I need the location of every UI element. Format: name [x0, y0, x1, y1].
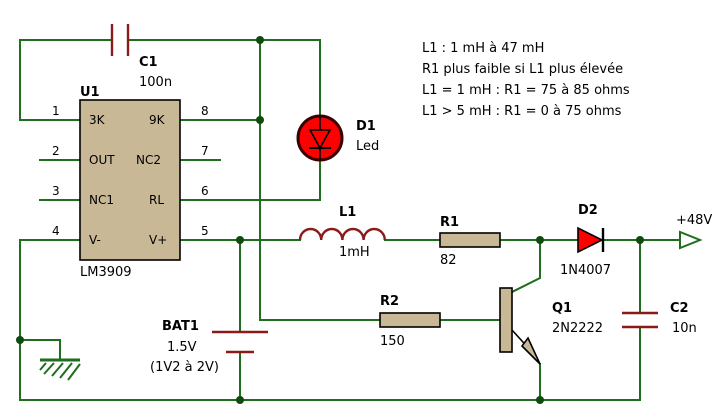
led-d1[interactable]: D1 Led: [296, 114, 379, 162]
diode-triangle: [577, 226, 604, 254]
pin-number: 1: [52, 104, 60, 118]
resistor-r2[interactable]: R2 150: [379, 294, 441, 349]
pin-name: OUT: [89, 153, 115, 167]
c1-value: 100n: [139, 75, 172, 90]
ground-hatch: [67, 363, 81, 381]
ground-hatch: [51, 362, 64, 377]
pin-number: 3: [52, 184, 60, 198]
capacitor-c2[interactable]: C2 10n: [622, 301, 697, 336]
wire-main-vertical: [259, 39, 381, 321]
junction-dot: [256, 116, 264, 124]
pin-name: RL: [149, 193, 164, 207]
ic-part: LM3909: [80, 265, 132, 280]
pin-number: 6: [201, 184, 209, 198]
r1-value: 82: [440, 253, 457, 268]
transistor-emitter-arrow-icon: [520, 336, 541, 365]
junction-dot: [536, 236, 544, 244]
bat1-range: (1V2 à 2V): [150, 360, 219, 375]
d1-ref: D1: [356, 119, 376, 134]
c2-ref: C2: [670, 301, 689, 316]
wires: [19, 39, 681, 401]
output-terminal[interactable]: +48V: [676, 213, 712, 250]
resistor-body: [439, 232, 501, 248]
d1-value: Led: [356, 139, 379, 154]
ground-hatch: [39, 362, 47, 371]
note-line: L1 > 5 mH : R1 = 0 à 75 ohms: [422, 104, 622, 119]
wire-ground: [19, 339, 61, 359]
c1-ref: C1: [139, 55, 158, 70]
diode-d2[interactable]: D2 1N4007: [560, 203, 611, 278]
resistor-body: [379, 312, 441, 328]
ground-hatch: [43, 362, 55, 375]
note-line: R1 plus faible si L1 plus élevée: [422, 62, 623, 77]
wire-q1-collector: [510, 239, 541, 294]
ic-ref: U1: [80, 85, 100, 100]
d2-value: 1N4007: [560, 263, 611, 278]
ground-symbol: [39, 358, 81, 381]
junction-dot: [16, 336, 24, 344]
l1-value: 1mH: [339, 245, 370, 260]
l1-ref: L1: [339, 205, 356, 220]
r2-value: 150: [380, 334, 405, 349]
d2-ref: D2: [578, 203, 598, 218]
pin-name: 9K: [149, 113, 166, 127]
pin-name: NC2: [136, 153, 161, 167]
note-line: L1 = 1 mH : R1 = 75 à 85 ohms: [422, 83, 630, 98]
design-notes: L1 : 1 mH à 47 mH R1 plus faible si L1 p…: [422, 41, 630, 119]
ic-body: [79, 99, 181, 261]
q1-value: 2N2222: [552, 321, 603, 336]
junction-dot: [256, 36, 264, 44]
junction-dot: [536, 396, 544, 404]
pin-name: 3K: [89, 113, 106, 127]
wire-pin4: [19, 239, 641, 401]
r2-ref: R2: [380, 294, 399, 309]
pin-number: 7: [201, 144, 209, 158]
ic-u1[interactable]: U1 LM3909 1 3K 2 OUT 3 NC1 4 V- 8 9K 7 N…: [52, 85, 209, 280]
junction-dot: [636, 236, 644, 244]
wire-c1-right: [127, 39, 321, 116]
note-line: L1 : 1 mH à 47 mH: [422, 41, 544, 56]
transistor-base-bar: [499, 287, 513, 353]
pin-number: 2: [52, 144, 60, 158]
output-label: +48V: [676, 213, 712, 228]
r1-ref: R1: [440, 215, 459, 230]
junction-dot: [236, 236, 244, 244]
q1-ref: Q1: [552, 301, 572, 316]
c2-value: 10n: [672, 321, 697, 336]
pin-number: 8: [201, 104, 209, 118]
pin-number: 5: [201, 224, 209, 238]
output-arrow-icon: [679, 230, 703, 250]
pin-number: 4: [52, 224, 60, 238]
bat1-value: 1.5V: [167, 340, 197, 355]
inductor-l1[interactable]: L1 1mH: [298, 205, 386, 260]
pin-name: V-: [89, 233, 101, 247]
ground-hatch: [59, 362, 73, 379]
battery-bat1[interactable]: BAT1 1.5V (1V2 à 2V): [150, 319, 268, 375]
wire-led-pin6: [179, 159, 321, 201]
transistor-q1[interactable]: Q1 2N2222: [499, 287, 603, 365]
inductor-coil: [298, 227, 386, 241]
pin-name: V+: [149, 233, 167, 247]
junctions: [16, 36, 644, 404]
wire-c1-left: [19, 39, 113, 121]
junction-dot: [236, 396, 244, 404]
capacitor-c1[interactable]: C1 100n: [110, 24, 172, 90]
resistor-r1[interactable]: R1 82: [439, 215, 501, 268]
bat1-ref: BAT1: [162, 319, 199, 334]
pin-name: NC1: [89, 193, 114, 207]
